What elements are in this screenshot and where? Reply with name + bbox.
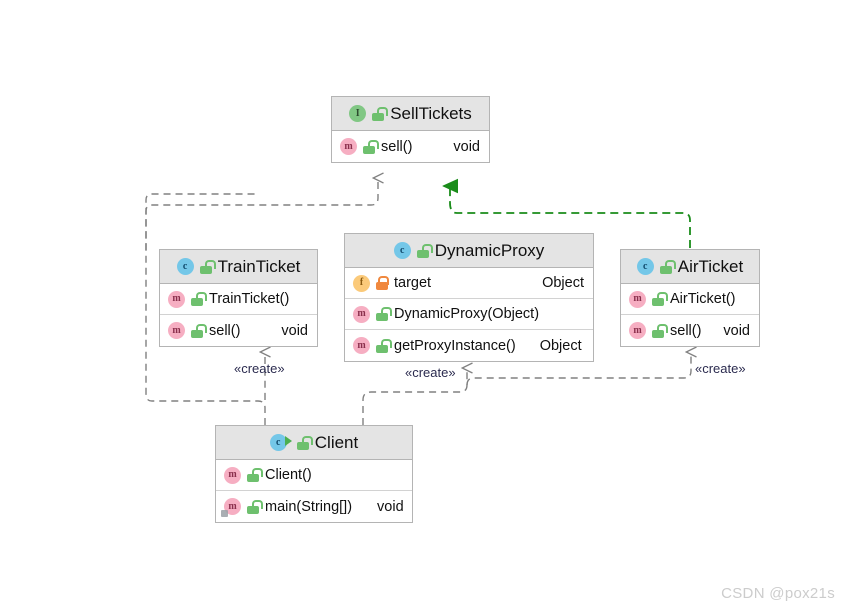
edge-label-create-train: «create» bbox=[234, 361, 285, 376]
unlock-icon bbox=[651, 323, 668, 338]
class-box-air-ticket[interactable]: c AirTicket m AirTicket() m sell() v bbox=[620, 249, 760, 347]
member-row[interactable]: m Client() bbox=[216, 460, 412, 491]
member-type: void bbox=[723, 322, 750, 339]
member-type: void bbox=[453, 138, 480, 155]
unlock-icon bbox=[371, 106, 389, 121]
unlock-icon bbox=[246, 499, 263, 514]
class-header-sell-tickets[interactable]: I SellTickets bbox=[332, 97, 489, 131]
interface-icon: I bbox=[349, 105, 367, 122]
class-header-dynamic-proxy[interactable]: c DynamicProxy bbox=[345, 234, 593, 268]
member-name: sell() bbox=[381, 138, 413, 155]
method-icon: m bbox=[340, 138, 357, 155]
unlock-icon bbox=[659, 259, 676, 274]
member-row[interactable]: m sell() void bbox=[332, 131, 489, 162]
unlock-icon bbox=[190, 292, 207, 306]
member-name: sell() bbox=[670, 322, 702, 339]
edge-label-create-proxy: «create» bbox=[405, 365, 456, 380]
member-row[interactable]: m sell() void bbox=[160, 315, 317, 346]
edge-label-create-air: «create» bbox=[695, 361, 746, 376]
method-static-icon: m bbox=[221, 498, 241, 517]
class-name-air-ticket: AirTicket bbox=[677, 256, 744, 276]
watermark: CSDN @pox21s bbox=[721, 585, 835, 602]
member-type: Object bbox=[542, 275, 584, 291]
method-icon: m bbox=[168, 290, 185, 308]
unlock-icon bbox=[246, 468, 263, 482]
member-row[interactable]: m AirTicket() bbox=[621, 284, 759, 315]
member-row[interactable]: m main(String[]) void bbox=[216, 491, 412, 522]
unlock-icon bbox=[416, 243, 433, 258]
member-row[interactable]: m DynamicProxy(Object) bbox=[345, 299, 593, 330]
class-icon: c bbox=[393, 242, 411, 259]
method-icon: m bbox=[353, 305, 370, 323]
unlock-icon bbox=[375, 307, 392, 321]
unlock-icon bbox=[362, 139, 379, 154]
class-box-client[interactable]: c Client m Client() m ma bbox=[215, 425, 413, 523]
class-name-train-ticket: TrainTicket bbox=[217, 256, 301, 276]
unlock-icon bbox=[199, 259, 216, 274]
class-run-icon: c bbox=[269, 434, 292, 451]
method-icon: m bbox=[168, 322, 185, 339]
unlock-icon bbox=[651, 292, 668, 306]
class-header-train-ticket[interactable]: c TrainTicket bbox=[160, 250, 317, 284]
method-icon: m bbox=[224, 466, 241, 484]
unlock-icon bbox=[296, 435, 313, 450]
member-name: sell() bbox=[209, 322, 241, 339]
unlock-icon bbox=[190, 323, 207, 338]
member-row[interactable]: m getProxyInstance() Object bbox=[345, 330, 593, 361]
class-name-client: Client bbox=[314, 432, 359, 452]
member-type: void bbox=[281, 322, 308, 339]
member-name: TrainTicket() bbox=[209, 291, 290, 307]
member-name: Client() bbox=[265, 467, 312, 483]
class-box-sell-tickets[interactable]: I SellTickets m sell() void bbox=[331, 96, 490, 163]
method-icon: m bbox=[353, 337, 370, 354]
class-icon: c bbox=[636, 258, 654, 275]
member-type: void bbox=[377, 498, 404, 515]
method-icon: m bbox=[629, 290, 646, 308]
member-name: DynamicProxy(Object) bbox=[394, 306, 540, 322]
member-name: target bbox=[394, 275, 432, 291]
method-icon: m bbox=[629, 322, 646, 339]
field-icon: f bbox=[353, 274, 370, 292]
class-box-train-ticket[interactable]: c TrainTicket m TrainTicket() m sell() bbox=[159, 249, 318, 347]
member-row[interactable]: m sell() void bbox=[621, 315, 759, 346]
class-icon: c bbox=[176, 258, 194, 275]
class-header-air-ticket[interactable]: c AirTicket bbox=[621, 250, 759, 284]
member-name: getProxyInstance() bbox=[394, 337, 516, 354]
member-row[interactable]: m TrainTicket() bbox=[160, 284, 317, 315]
class-box-dynamic-proxy[interactable]: c DynamicProxy f target Object m Dyn bbox=[344, 233, 594, 362]
unlock-icon bbox=[375, 338, 392, 353]
member-name: main(String[]) bbox=[265, 498, 353, 515]
class-name-dynamic-proxy: DynamicProxy bbox=[434, 240, 545, 260]
member-row[interactable]: f target Object bbox=[345, 268, 593, 299]
class-header-client[interactable]: c Client bbox=[216, 426, 412, 460]
lock-icon bbox=[375, 276, 389, 290]
class-name-sell-tickets: SellTickets bbox=[390, 103, 472, 123]
member-type: Object bbox=[539, 337, 582, 354]
member-name: AirTicket() bbox=[670, 291, 736, 307]
